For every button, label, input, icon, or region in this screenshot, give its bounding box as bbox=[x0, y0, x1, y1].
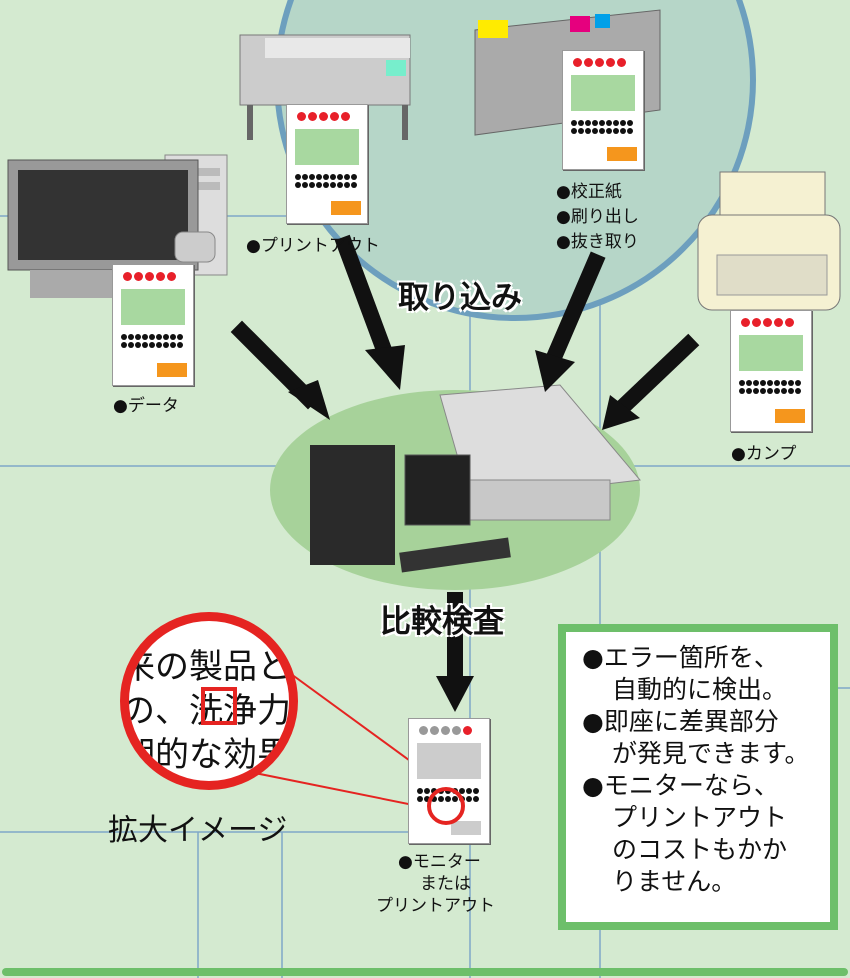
data-label: ●データ bbox=[113, 396, 179, 416]
benefit-line: りません。 bbox=[612, 867, 737, 896]
monitor-label-3: プリントアウト bbox=[376, 896, 495, 916]
benefit-line: が発見できます。 bbox=[612, 739, 810, 768]
kanpu-label: ●カンプ bbox=[731, 444, 797, 464]
printout-label: ●プリントアウト bbox=[246, 236, 380, 256]
benefit-line: プリントアウト bbox=[612, 803, 788, 832]
benefit-line: 自動的に検出。 bbox=[612, 675, 788, 704]
proof-label-3: ●抜き取り bbox=[556, 232, 639, 252]
magnifier: 来の製品と の、洗浄力 期的な効果 bbox=[120, 612, 298, 790]
monitor-label-1: ●モニター bbox=[398, 852, 481, 872]
proof-printer-illustration bbox=[697, 171, 841, 311]
proof-label-1: ●校正紙 bbox=[556, 182, 622, 202]
error-highlight-circle bbox=[427, 787, 465, 825]
benefit-line: ●モニターなら、 bbox=[582, 771, 779, 800]
bottom-border bbox=[2, 968, 848, 976]
benefit-line: ●エラー箇所を、 bbox=[582, 643, 779, 672]
scanner-workstation bbox=[310, 384, 641, 573]
magnifier-line-1: 来の製品と bbox=[121, 647, 291, 687]
data-document bbox=[112, 264, 194, 386]
printer-illustration bbox=[239, 34, 411, 140]
magnifier-line-3: 期的な効果 bbox=[121, 735, 291, 775]
zoom-label: 拡大イメージ bbox=[108, 813, 288, 848]
result-document bbox=[408, 718, 490, 844]
monitor-label-2: または bbox=[420, 874, 471, 894]
import-title: 取り込み bbox=[398, 280, 522, 316]
arrows bbox=[230, 234, 700, 712]
compare-title: 比較検査 bbox=[380, 604, 504, 640]
printout-document bbox=[286, 104, 368, 224]
error-box bbox=[201, 687, 237, 725]
proof-document bbox=[562, 50, 644, 170]
benefits-box: ●エラー箇所を、 自動的に検出。 ●即座に差異部分 が発見できます。 ●モニター… bbox=[558, 624, 838, 930]
benefit-line: のコストもかか bbox=[612, 835, 788, 864]
proof-label-2: ●刷り出し bbox=[556, 207, 639, 227]
benefit-line: ●即座に差異部分 bbox=[582, 707, 779, 736]
kanpu-document bbox=[730, 310, 812, 432]
